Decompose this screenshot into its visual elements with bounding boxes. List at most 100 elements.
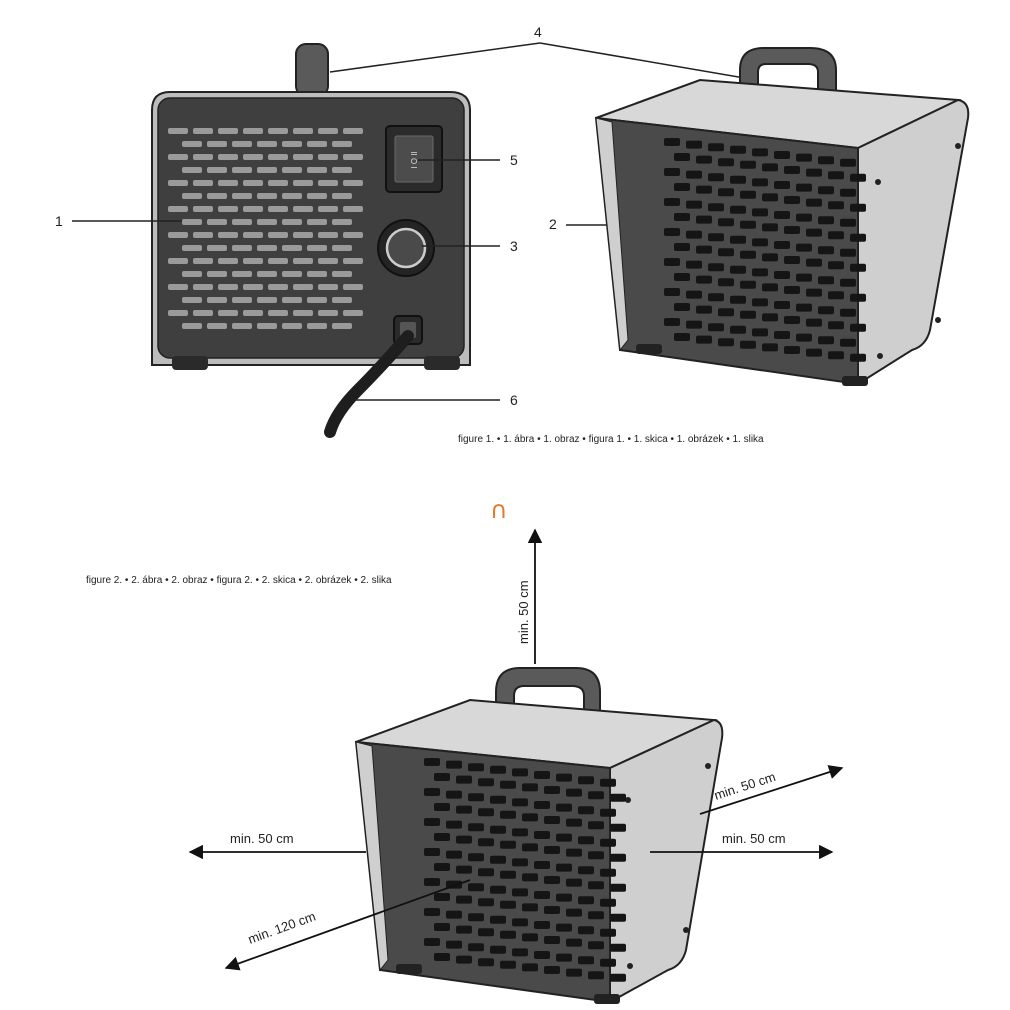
vent-slot bbox=[168, 180, 188, 186]
grille-slot bbox=[674, 333, 690, 341]
grille-slot bbox=[674, 273, 690, 281]
vent-slot bbox=[318, 232, 338, 238]
grille-slot bbox=[512, 858, 528, 867]
grille-slot bbox=[828, 321, 844, 330]
vent-slot bbox=[257, 193, 277, 199]
grille-slot bbox=[850, 203, 866, 212]
grille-slot bbox=[566, 788, 582, 797]
vent-slot bbox=[307, 245, 327, 251]
grille-slot bbox=[774, 301, 790, 309]
grille-slot bbox=[468, 823, 484, 832]
grille-slot bbox=[806, 168, 822, 177]
heater-rear-view: I O II bbox=[151, 43, 471, 438]
vent-slot bbox=[193, 284, 213, 290]
grille-slot bbox=[500, 930, 516, 939]
grille-slot bbox=[686, 290, 702, 299]
vent-slot bbox=[243, 284, 263, 290]
grille-slot bbox=[818, 156, 834, 165]
front-vent-grille bbox=[664, 138, 866, 362]
clearance-left-label: min. 50 cm bbox=[230, 831, 294, 846]
vent-slot bbox=[293, 180, 313, 186]
grille-slot bbox=[708, 263, 724, 272]
grille-slot bbox=[556, 863, 572, 872]
callout-4: 4 bbox=[534, 24, 542, 40]
vent-slot bbox=[293, 154, 313, 160]
grille-slot bbox=[740, 310, 756, 319]
grille-slot bbox=[424, 818, 440, 826]
grille-slot bbox=[456, 955, 472, 964]
grille-slot bbox=[556, 923, 572, 932]
grille-slot bbox=[718, 338, 734, 347]
vent-slot bbox=[232, 219, 252, 225]
vent-slot bbox=[168, 206, 188, 212]
grille-slot bbox=[696, 185, 712, 194]
vent-slot bbox=[207, 141, 227, 147]
grille-slot bbox=[578, 926, 594, 935]
vent-slot bbox=[282, 323, 302, 329]
vent-slot bbox=[257, 271, 277, 277]
grille-slot bbox=[730, 325, 746, 334]
grille-slot bbox=[490, 765, 506, 774]
vent-slot bbox=[332, 141, 352, 147]
grille-slot bbox=[544, 816, 560, 824]
grille-slot bbox=[522, 903, 538, 912]
grille-slot bbox=[478, 868, 494, 877]
vent-slot bbox=[318, 206, 338, 212]
grille-slot bbox=[664, 318, 680, 326]
grille-slot bbox=[512, 798, 528, 807]
grille-slot bbox=[806, 348, 822, 357]
grille-slot bbox=[534, 861, 550, 869]
grille-slot bbox=[610, 943, 626, 952]
vent-slot bbox=[168, 310, 188, 316]
vent-slot bbox=[218, 154, 238, 160]
callout-5: 5 bbox=[510, 152, 518, 168]
grille-slot bbox=[446, 760, 462, 769]
side-panel bbox=[857, 98, 970, 386]
vent-slot bbox=[218, 310, 238, 316]
grille-slot bbox=[752, 298, 768, 307]
grille-slot bbox=[478, 958, 494, 967]
front-bezel bbox=[595, 117, 629, 352]
vent-slot bbox=[182, 141, 202, 147]
grille-slot bbox=[424, 938, 440, 946]
grille-slot bbox=[534, 831, 550, 839]
front-vent-grille bbox=[424, 758, 626, 982]
grille-slot bbox=[730, 145, 746, 154]
grille-slot bbox=[774, 271, 790, 279]
grille-slot bbox=[796, 213, 812, 222]
vent-slot bbox=[318, 258, 338, 264]
grille-slot bbox=[806, 318, 822, 327]
grille-slot bbox=[740, 280, 756, 289]
grille-slot bbox=[686, 200, 702, 209]
clearance-right-lower-label: min. 50 cm bbox=[722, 831, 786, 846]
vent-slot bbox=[193, 258, 213, 264]
grille-slot bbox=[490, 855, 506, 864]
clearance-arrows bbox=[188, 528, 844, 971]
grille-slot bbox=[566, 968, 582, 977]
vent-slot bbox=[343, 128, 363, 134]
side-screw bbox=[705, 763, 711, 769]
vent-slot bbox=[243, 206, 263, 212]
grille-slot bbox=[434, 803, 450, 811]
grille-slot bbox=[556, 893, 572, 902]
grille-slot bbox=[828, 201, 844, 210]
side-screw bbox=[935, 317, 941, 323]
vent-slot bbox=[182, 167, 202, 173]
vent-slot bbox=[193, 310, 213, 316]
grille-slot bbox=[708, 233, 724, 242]
grille-slot bbox=[544, 876, 560, 884]
vent-slot bbox=[307, 219, 327, 225]
grille-slot bbox=[478, 898, 494, 907]
clearance-front-label: min. 120 cm bbox=[246, 909, 318, 947]
grille-slot bbox=[840, 278, 856, 287]
grille-slot bbox=[774, 331, 790, 339]
grille-slot bbox=[740, 220, 756, 229]
grille-slot bbox=[840, 338, 856, 347]
vent-slot bbox=[343, 206, 363, 212]
grille-slot bbox=[424, 878, 440, 886]
vent-slot bbox=[293, 258, 313, 264]
grille-slot bbox=[588, 851, 604, 860]
grille-slot bbox=[500, 840, 516, 849]
grille-slot bbox=[784, 196, 800, 204]
vent-slot bbox=[257, 245, 277, 251]
